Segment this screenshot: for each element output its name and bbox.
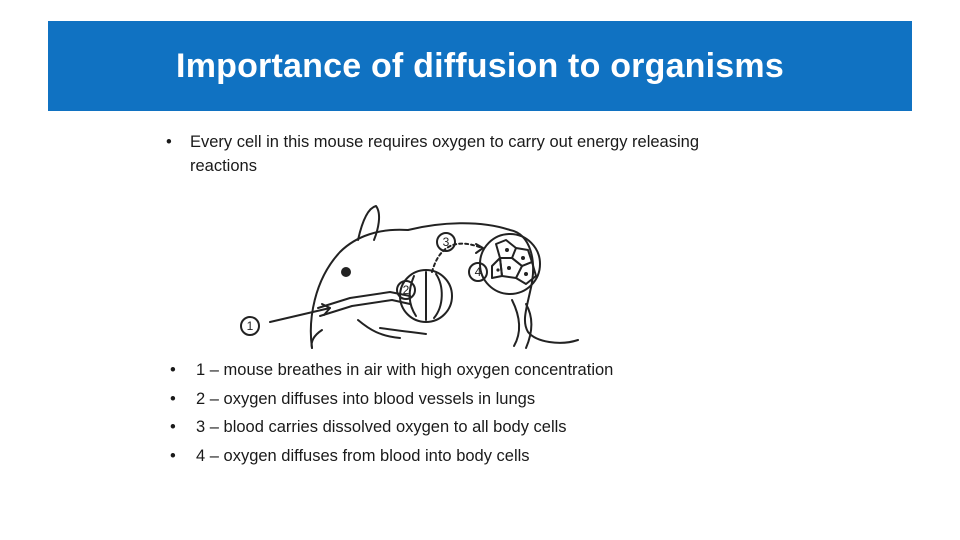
steps-list: • 1 – mouse breathes in air with high ox… — [170, 356, 730, 470]
mouse-ear — [357, 205, 381, 241]
bullet-marker: • — [170, 389, 176, 408]
step-item: • 3 – blood carries dissolved oxygen to … — [170, 413, 730, 442]
step-item: • 1 – mouse breathes in air with high ox… — [170, 356, 730, 385]
cells-magnified-circle — [479, 233, 541, 295]
step-text: 3 – blood carries dissolved oxygen to al… — [196, 418, 567, 436]
step-item: • 4 – oxygen diffuses from blood into bo… — [170, 442, 730, 471]
diagram-label-4: 4 — [475, 265, 482, 279]
slide-title: Importance of diffusion to organisms — [176, 46, 784, 85]
step-item: • 2 – oxygen diffuses into blood vessels… — [170, 385, 730, 414]
mouse-back-leg — [511, 299, 520, 347]
mouse-diffusion-diagram: 1 2 3 4 — [240, 205, 579, 349]
bullet-marker: • — [170, 361, 176, 379]
blood-route-dashed — [431, 242, 483, 273]
bullet-marker: • — [170, 446, 176, 465]
diagram-label-2: 2 — [403, 283, 410, 297]
arrow-1 — [269, 307, 331, 323]
bullet-marker: • — [170, 418, 176, 436]
intro-text: Every cell in this mouse requires oxygen… — [190, 133, 699, 175]
diagram-label-3: 3 — [443, 235, 450, 249]
mouse-snout — [310, 329, 323, 349]
step-text: 4 – oxygen diffuses from blood into body… — [196, 446, 530, 465]
intro-bullet-item: • Every cell in this mouse requires oxyg… — [166, 130, 726, 178]
diagram-label-1: 1 — [247, 319, 254, 333]
mouse-body-outline — [309, 222, 579, 349]
bullet-marker: • — [166, 133, 172, 151]
step-text: 1 – mouse breathes in air with high oxyg… — [196, 361, 614, 379]
title-bar: Importance of diffusion to organisms — [48, 21, 912, 111]
step-text: 2 – oxygen diffuses into blood vessels i… — [196, 389, 536, 408]
mouse-front-leg — [357, 319, 401, 339]
mouse-eye — [341, 267, 351, 277]
